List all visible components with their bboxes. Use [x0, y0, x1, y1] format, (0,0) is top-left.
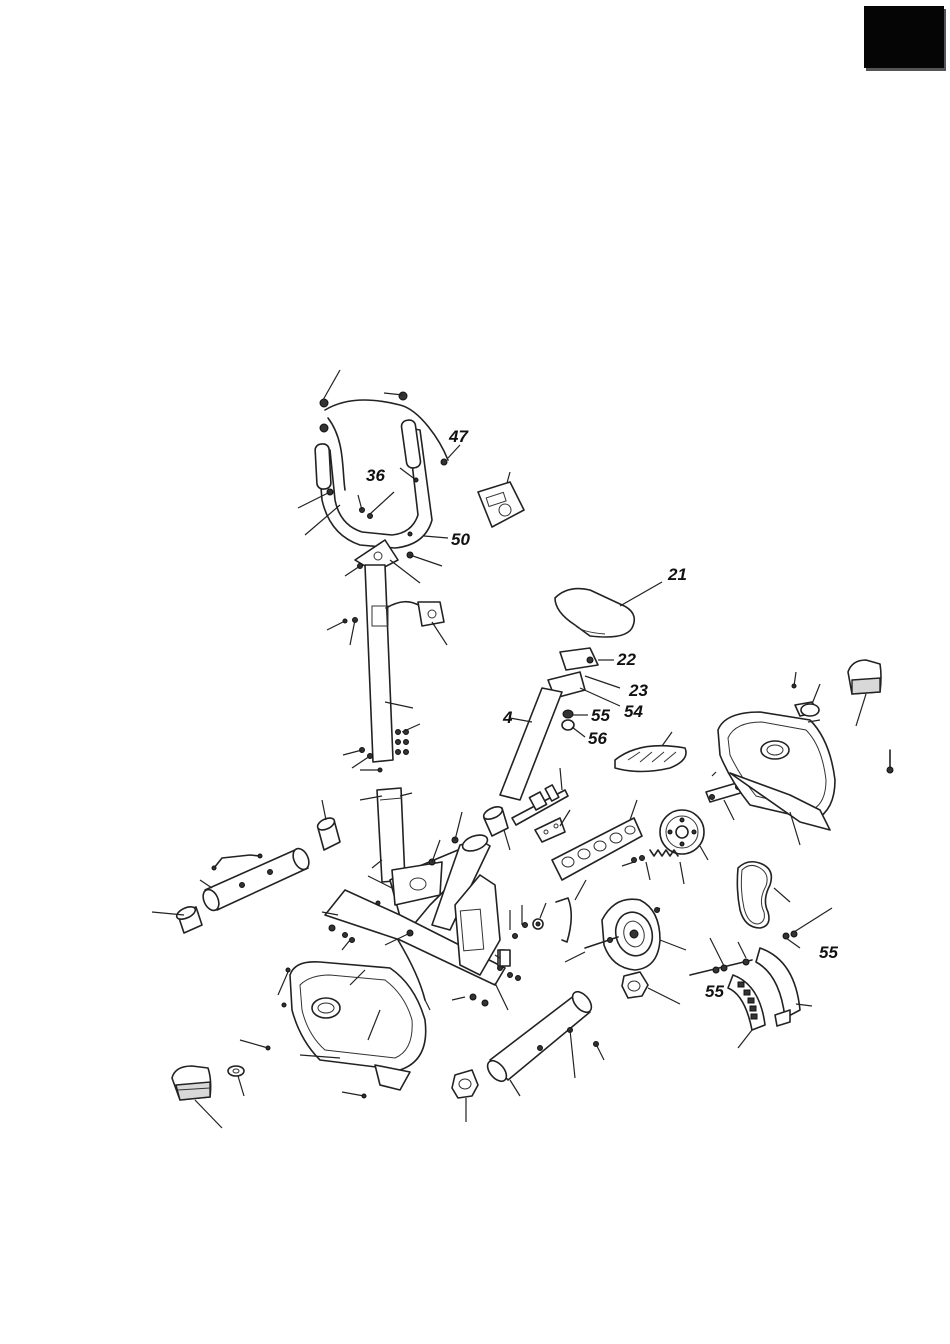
- drive-belt: [737, 862, 790, 928]
- part-label-56: 56: [588, 729, 607, 748]
- part-label-47: 47: [448, 427, 469, 446]
- front-post: [327, 540, 447, 882]
- part-label-23: 23: [628, 681, 648, 700]
- left-chain-cover: [240, 962, 426, 1098]
- part-label-54: 54: [624, 702, 643, 721]
- part-label-55-seat: 55: [591, 706, 610, 725]
- front-stabilizer: [152, 800, 340, 933]
- part-label-22: 22: [616, 650, 636, 669]
- part-label-50: 50: [451, 530, 470, 549]
- part-label-4: 4: [502, 708, 513, 727]
- right-pedal: [848, 660, 893, 773]
- console: [478, 472, 524, 527]
- part-label-36: 36: [366, 466, 385, 485]
- chain-guard: [615, 732, 686, 772]
- left-pedal: [172, 1066, 244, 1128]
- rear-stabilizer: [452, 988, 604, 1122]
- part-label-21: 21: [667, 565, 687, 584]
- part-label-55-right: 55: [819, 943, 838, 962]
- part-label-55-axle: 55: [705, 982, 724, 1001]
- handlebar: [298, 370, 460, 548]
- flywheel: [565, 899, 686, 1004]
- right-chain-cover: [712, 672, 835, 845]
